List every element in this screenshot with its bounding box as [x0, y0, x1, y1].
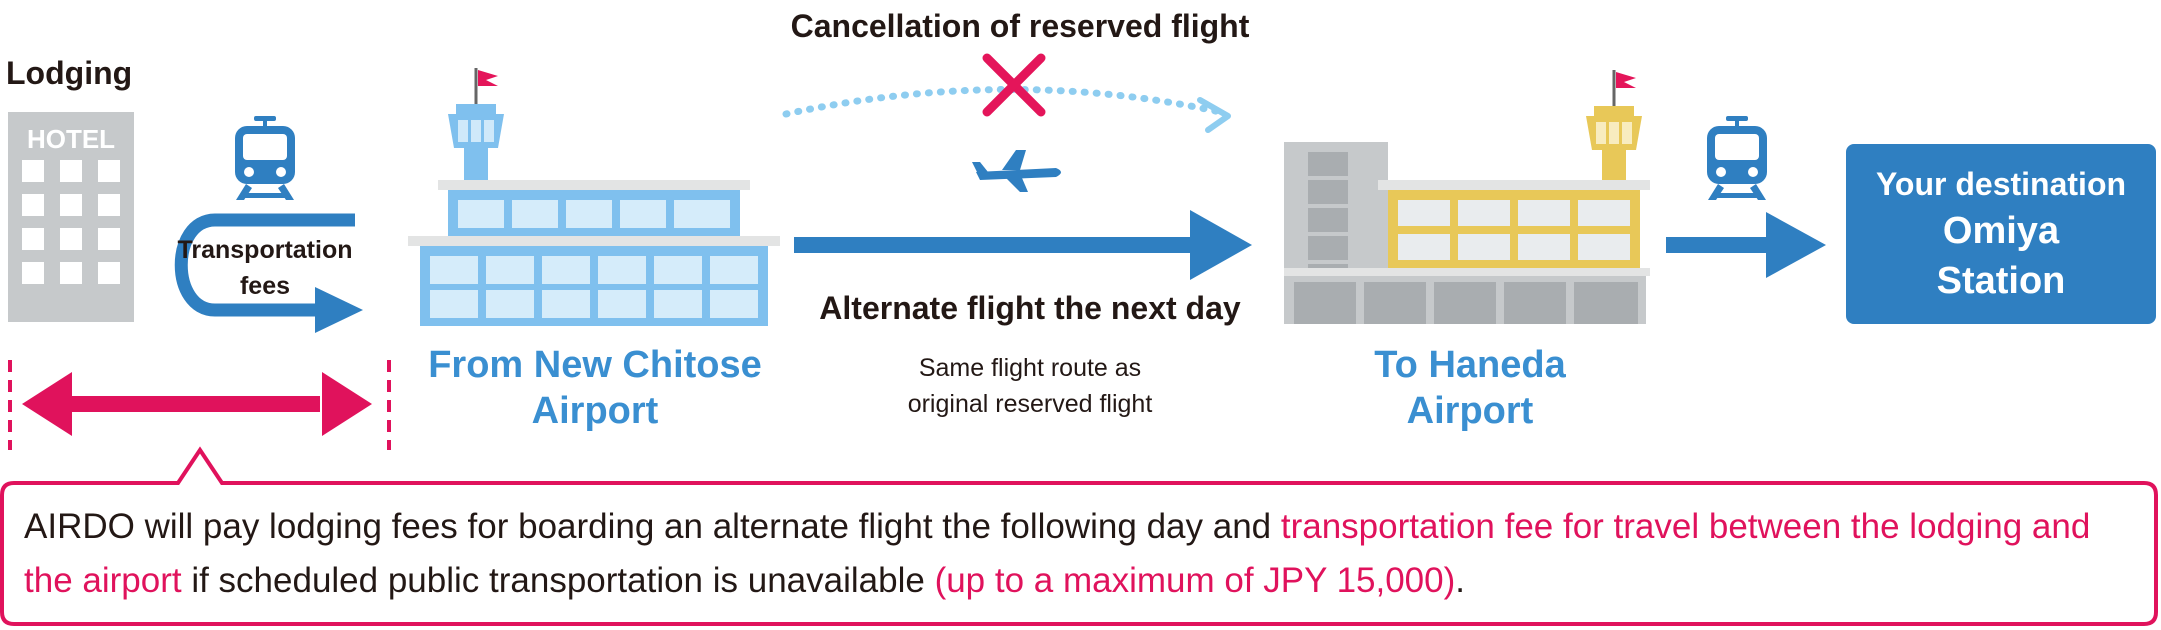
- callout-text: AIRDO will pay lodging fees for boarding…: [24, 500, 2124, 608]
- arrival-label-line1: To Haneda: [1374, 344, 1566, 386]
- arrival-label: To Haneda Airport: [1290, 342, 1650, 434]
- to-destination-arrow: [1666, 212, 1826, 278]
- alternate-label: Alternate flight the next day: [819, 290, 1241, 326]
- train-icon: [235, 116, 295, 200]
- cancelled-route-arc: [782, 86, 1231, 133]
- hotel-building-icon: HOTEL: [8, 112, 134, 322]
- destination-box: Your destination Omiya Station: [1846, 144, 2156, 324]
- origin-airport-icon: [408, 68, 780, 326]
- transport-label: Transportation fees: [176, 232, 354, 304]
- callout-frame: [0, 446, 2158, 626]
- callout-highlight-transport: transportation fee for travel between th…: [24, 507, 2091, 600]
- hotel-sign: HOTEL: [27, 124, 115, 154]
- transport-label-line2: fees: [239, 272, 291, 300]
- alternate-route-arrow: [794, 210, 1252, 280]
- lodging-title: Lodging: [6, 55, 133, 91]
- callout-part1: AIRDO will pay lodging fees for boarding…: [24, 507, 1281, 546]
- cancellation-label: Cancellation of reserved flight: [790, 8, 1250, 44]
- airplane-icon: [972, 150, 1061, 192]
- callout-part3: if scheduled public transportation is un…: [181, 561, 935, 600]
- callout-part5: .: [1455, 561, 1466, 600]
- cancel-x-icon: [982, 53, 1046, 117]
- destination-line1: Your destination: [1875, 166, 2127, 202]
- destination-line2: Omiya: [1942, 210, 2060, 252]
- alternate-note-line2: original reserved flight: [907, 390, 1153, 418]
- origin-label-line1: From New Chitose: [428, 344, 762, 386]
- origin-label: From New Chitose Airport: [400, 342, 790, 434]
- transport-label-line1: Transportation: [177, 236, 353, 264]
- u-turn-arrow-icon: [174, 213, 363, 333]
- arrival-label-line2: Airport: [1406, 390, 1534, 432]
- alternate-note: Same flight route as original reserved f…: [830, 350, 1230, 422]
- origin-label-line2: Airport: [531, 390, 659, 432]
- callout-highlight-maximum: (up to a maximum of JPY 15,000): [934, 561, 1456, 600]
- destination-line3: Station: [1936, 260, 2066, 302]
- alternate-note-line1: Same flight route as: [918, 354, 1142, 382]
- arrival-airport-icon: [1284, 70, 1650, 324]
- train-icon: [1707, 116, 1767, 200]
- lodging-range-arrow: [8, 360, 391, 450]
